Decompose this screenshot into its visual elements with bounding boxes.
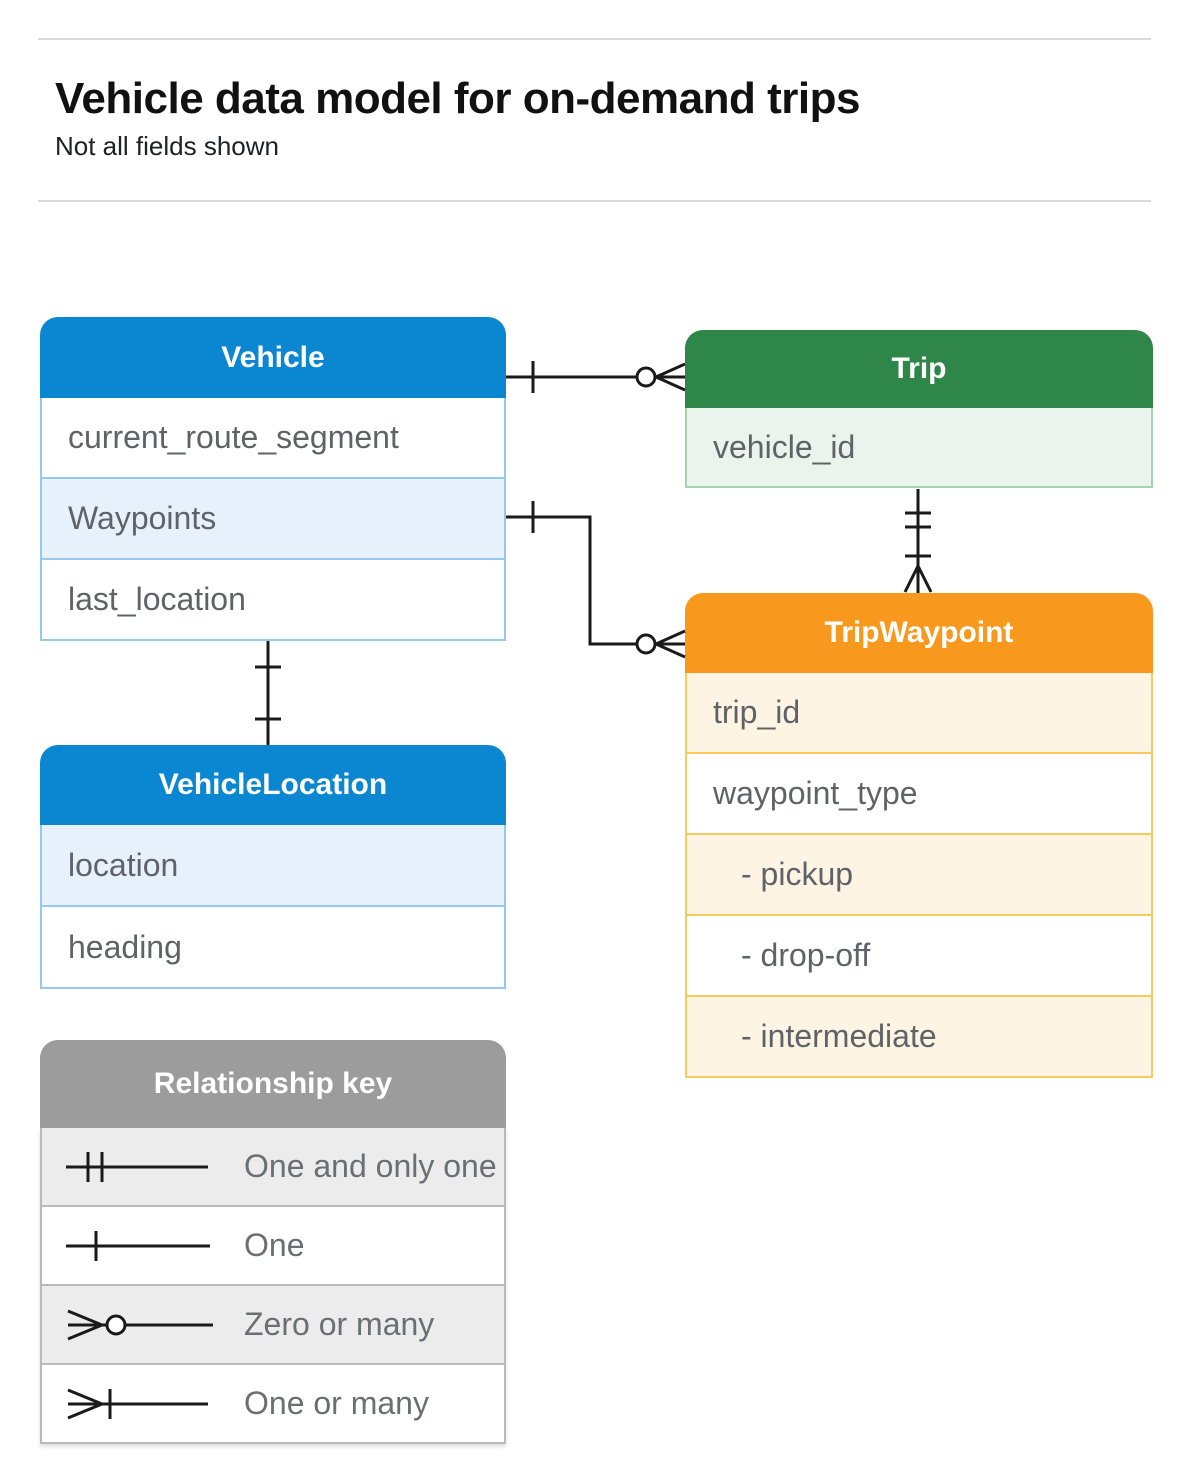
field-label: waypoint_type [713,775,918,811]
crow-foot [905,566,918,592]
table-row: location [42,825,504,905]
legend-label: Zero or many [244,1306,435,1342]
table-row: heading [42,905,504,987]
connector-vehicle-vehiclelocation [255,641,281,745]
vehicle-table-header: Vehicle [40,317,506,398]
legend-item: One [42,1205,504,1284]
zero-circle [637,635,655,653]
crow-foot [656,377,685,390]
connector-trip-tripwaypoint [905,489,931,593]
vehicle-location-table-body: location heading [40,825,506,989]
trip-waypoint-table-title: TripWaypoint [824,616,1014,649]
vehicle-location-table: VehicleLocation location heading [40,745,506,989]
crow-foot [656,631,685,644]
table-row: - intermediate [687,995,1151,1076]
table-row: trip_id [687,673,1151,752]
table-row: current_route_segment [42,398,504,477]
legend-label: One or many [244,1385,429,1421]
legend-label: One [244,1227,305,1263]
trip-table: Trip vehicle_id [685,330,1153,488]
one-icon [66,1230,210,1261]
vehicle-table-body: current_route_segment Waypoints last_loc… [40,398,506,641]
page-subtitle: Not all fields shown [55,131,279,161]
table-row: - pickup [687,833,1151,914]
trip-table-header: Trip [685,330,1153,408]
table-row: waypoint_type [687,752,1151,833]
table-row: - drop-off [687,914,1151,995]
zero-circle [637,368,655,386]
crow-foot [918,566,931,592]
relationship-key: Relationship key One and only one One [40,1040,506,1444]
connector-waypoints-tripwaypoint [506,501,685,657]
table-row: last_location [42,558,504,639]
vehicle-location-table-header: VehicleLocation [40,745,506,825]
trip-waypoint-table-header: TripWaypoint [685,593,1153,673]
relationship-key-header: Relationship key [40,1040,506,1128]
field-label: - intermediate [741,1018,937,1054]
field-label: location [68,846,179,883]
relationship-key-title: Relationship key [153,1067,393,1100]
trip-waypoint-table-body: trip_id waypoint_type - pickup - drop-of… [685,673,1153,1078]
field-label: - pickup [741,856,854,892]
vehicle-location-table-title: VehicleLocation [158,768,388,801]
legend-item: Zero or many [42,1284,504,1363]
field-label: heading [68,928,182,965]
field-label: trip_id [713,694,801,730]
connector-vehicle-trip [506,361,685,393]
one-or-many-icon [67,1388,208,1419]
trip-waypoint-table: TripWaypoint trip_id waypoint_type - pic… [685,593,1153,1078]
table-row: Waypoints [42,477,504,558]
field-label: Waypoints [68,500,217,536]
zero-or-many-icon [67,1309,213,1340]
legend-item: One and only one [42,1128,504,1205]
title-divider [38,200,1151,202]
legend-label: One and only one [244,1148,497,1184]
field-label: current_route_segment [68,419,399,455]
table-row: vehicle_id [687,408,1151,486]
legend-item: One or many [42,1363,504,1442]
field-label: - drop-off [741,937,871,973]
top-divider [38,38,1151,40]
vehicle-table-title: Vehicle [221,340,325,374]
one-and-only-one-icon [66,1151,208,1182]
trip-table-title: Trip [891,352,947,385]
crow-foot [656,364,685,377]
vehicle-table: Vehicle current_route_segment Waypoints … [40,317,506,641]
field-label: last_location [68,581,246,617]
crow-foot [656,644,685,657]
field-label: vehicle_id [713,428,856,465]
trip-table-body: vehicle_id [685,408,1153,488]
page-title: Vehicle data model for on-demand trips [55,74,860,123]
relationship-key-body: One and only one One Zero or many [40,1128,506,1444]
